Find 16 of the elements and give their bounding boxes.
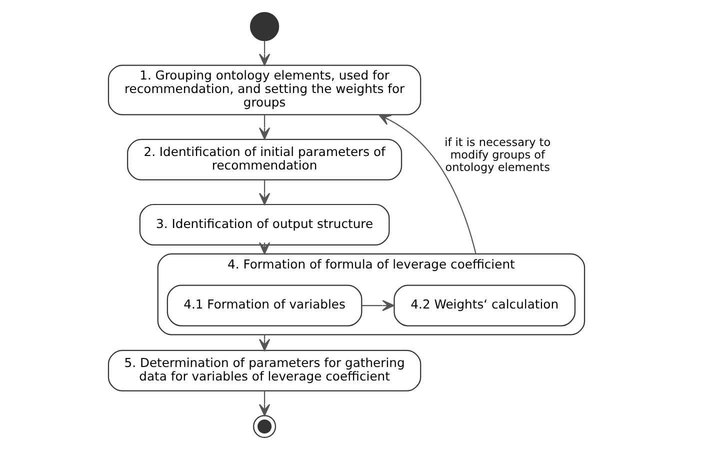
node-box: 1. Grouping ontology elements, used for recommendation, and setting the weights for groups bbox=[108, 64, 422, 116]
node-circle bbox=[250, 12, 280, 42]
node-box: 5. Determination of parameters for gathering data for variables of leverage coefficient bbox=[108, 350, 422, 392]
arrow bbox=[258, 334, 270, 352]
arrow bbox=[258, 242, 270, 254]
node-box: 4.2 Weights‘ calculation bbox=[394, 284, 576, 326]
arrow bbox=[362, 300, 394, 312]
node-box: 2. Identification of initial parameters of recommendation bbox=[127, 138, 402, 180]
node-box: 4.1 Formation of variables bbox=[166, 284, 362, 326]
arrow bbox=[258, 180, 270, 206]
node-circle bbox=[253, 415, 276, 438]
arrow bbox=[378, 114, 476, 254]
arrow bbox=[258, 115, 270, 140]
arrow bbox=[258, 40, 270, 66]
arrow bbox=[258, 391, 270, 416]
edge-label: if it is necessary to modify groups of ontology elements bbox=[444, 136, 551, 174]
